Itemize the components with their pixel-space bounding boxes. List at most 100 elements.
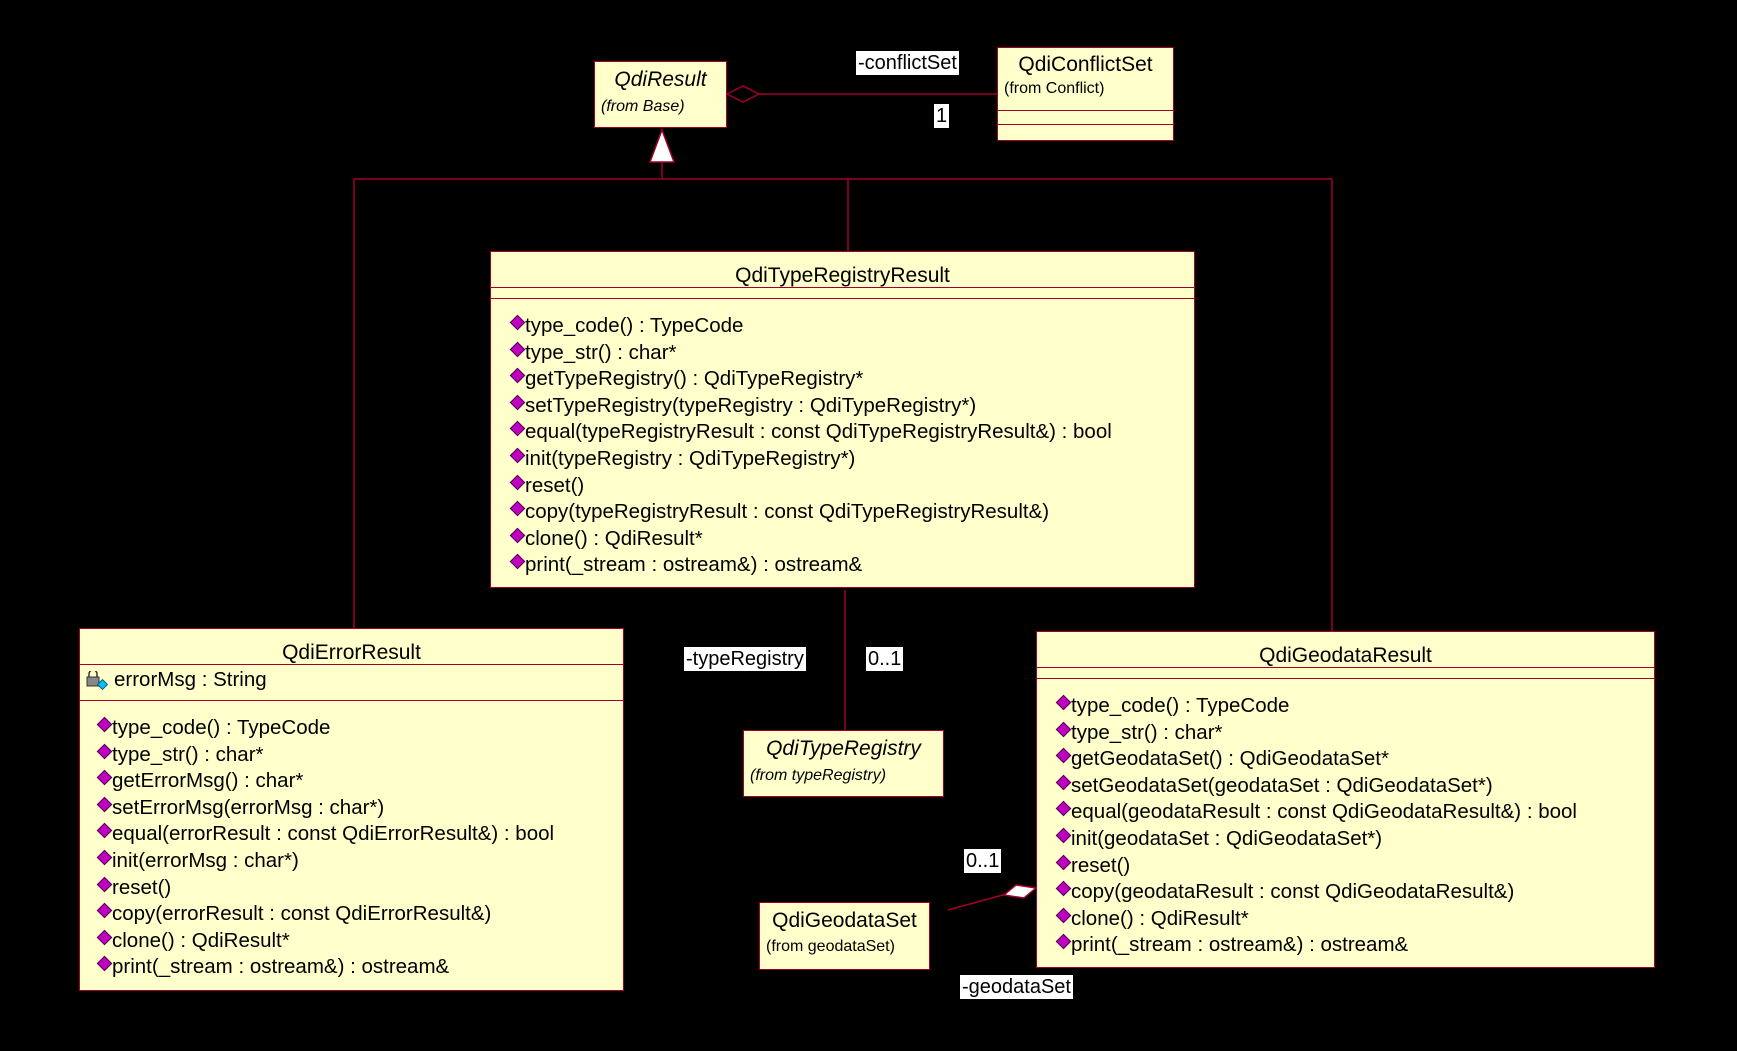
operation-label: type_code() : TypeCode [112, 716, 331, 739]
public-operation-icon [96, 743, 113, 759]
operation-row: print(_stream : ostream&) : ostream& [1055, 932, 1654, 959]
public-operation-icon [1055, 827, 1072, 844]
operation-row: init(geodataSet : QdiGeodataSet*) [1055, 826, 1654, 853]
class-qdi-error-result[interactable]: QdiErrorResult errorMsg : String type_co… [79, 628, 624, 991]
class-name: QdiTypeRegistryResult [735, 264, 950, 287]
attribute-row: errorMsg : String [80, 667, 623, 693]
public-operation-icon [96, 769, 113, 786]
public-operation-icon [509, 367, 526, 384]
class-qdi-type-registry-result[interactable]: QdiTypeRegistryResult type_code() : Type… [490, 251, 1195, 588]
geodata-aggregation-diamond [1002, 884, 1038, 899]
public-operation-icon [1055, 880, 1072, 897]
operation-label: print(_stream : ostream&) : ostream& [525, 553, 863, 577]
operation-label: init(typeRegistry : QdiTypeRegistry*) [525, 446, 856, 470]
operation-label: type_str() : char* [525, 340, 677, 364]
operation-label: init(errorMsg : char*) [112, 848, 299, 872]
operation-row: type_str() : char* [1055, 720, 1654, 747]
operation-label: equal(typeRegistryResult : const QdiType… [525, 420, 1112, 444]
public-operation-icon [509, 341, 526, 357]
public-operation-icon [1055, 694, 1072, 711]
operation-row: type_code() : TypeCode [509, 313, 1194, 340]
class-qdi-result[interactable]: QdiResult (from Base) [594, 61, 727, 128]
class-name: QdiGeodataResult [1259, 644, 1432, 667]
conflict-set-multiplicity: 1 [934, 104, 950, 128]
class-name: QdiErrorResult [282, 641, 421, 664]
public-operation-icon [509, 554, 526, 570]
operation-row: getTypeRegistry() : QdiTypeRegistry* [509, 366, 1194, 393]
operation-label: setTypeRegistry(typeRegistry : QdiTypeRe… [525, 393, 977, 417]
operation-label: copy(typeRegistryResult : const QdiTypeR… [525, 500, 1050, 524]
class-name: QdiConflictSet [1018, 53, 1153, 76]
operation-label: equal(errorResult : const QdiErrorResult… [112, 822, 555, 846]
public-operation-icon [1055, 774, 1072, 791]
operation-label: getGeodataSet() : QdiGeodataSet* [1071, 747, 1389, 771]
public-operation-icon [509, 421, 526, 437]
class-package: (from Conflict) [1004, 80, 1105, 97]
public-operation-icon [96, 849, 113, 866]
operation-label: init(geodataSet : QdiGeodataSet*) [1071, 826, 1383, 850]
class-package: (from typeRegistry) [750, 767, 887, 784]
public-operation-icon [1055, 854, 1072, 870]
operation-row: getGeodataSet() : QdiGeodataSet* [1055, 746, 1654, 773]
operation-label: type_str() : char* [112, 742, 264, 766]
public-operation-icon [96, 716, 113, 733]
public-operation-icon [96, 823, 113, 839]
public-operation-icon [509, 474, 526, 490]
public-operation-icon [1055, 747, 1072, 764]
operation-row: reset() [1055, 853, 1654, 880]
operation-row: setGeodataSet(geodataSet : QdiGeodataSet… [1055, 773, 1654, 800]
class-qdi-conflict-set[interactable]: QdiConflictSet (from Conflict) [997, 47, 1174, 141]
operation-label: clone() : QdiResult* [525, 526, 703, 550]
type-registry-role-label: -typeRegistry [684, 647, 806, 671]
public-operation-icon [509, 527, 526, 544]
operation-row: type_str() : char* [96, 742, 623, 769]
public-operation-icon [1055, 934, 1072, 950]
class-name: QdiResult [614, 68, 707, 91]
operation-row: equal(geodataResult : const QdiGeodataRe… [1055, 799, 1654, 826]
public-operation-icon [509, 394, 526, 411]
class-qdi-geodata-set[interactable]: QdiGeodataSet (from geodataSet) [759, 902, 930, 970]
operation-label: reset() [525, 473, 585, 497]
class-qdi-type-registry[interactable]: QdiTypeRegistry (from typeRegistry) [743, 730, 944, 797]
public-operation-icon [509, 447, 526, 464]
operation-label: setGeodataSet(geodataSet : QdiGeodataSet… [1071, 773, 1493, 797]
geodata-set-role-label: -geodataSet [960, 975, 1073, 999]
operation-row: print(_stream : ostream&) : ostream& [96, 954, 623, 981]
operation-row: setErrorMsg(errorMsg : char*) [96, 795, 623, 822]
operation-label: type_str() : char* [1071, 720, 1223, 744]
operation-label: type_code() : TypeCode [525, 314, 744, 337]
class-package: (from Base) [601, 98, 685, 115]
operation-row: clone() : QdiResult* [1055, 906, 1654, 933]
operations-list: type_code() : TypeCode type_str() : char*… [491, 299, 1194, 579]
operation-row: init(typeRegistry : QdiTypeRegistry*) [509, 446, 1194, 473]
conflict-set-role-label: -conflictSet [856, 51, 959, 75]
public-operation-icon [1055, 907, 1072, 924]
operation-row: equal(errorResult : const QdiErrorResult… [96, 821, 623, 848]
operation-label: copy(errorResult : const QdiErrorResult&… [112, 902, 492, 926]
operation-label: clone() : QdiResult* [112, 928, 290, 952]
operations-list: type_code() : TypeCode type_str() : char*… [80, 701, 623, 981]
public-operation-icon [509, 500, 526, 517]
public-operation-icon [96, 796, 113, 813]
operation-row: init(errorMsg : char*) [96, 848, 623, 875]
attribute-label: errorMsg : String [114, 668, 267, 691]
public-operation-icon [96, 929, 113, 946]
type-registry-multiplicity: 0..1 [866, 647, 904, 671]
operation-row: copy(errorResult : const QdiErrorResult&… [96, 901, 623, 928]
public-operation-icon [96, 956, 113, 972]
operation-label: getErrorMsg() : char* [112, 769, 304, 793]
geodata-set-aggregation-line [947, 892, 1011, 911]
class-name: QdiGeodataSet [772, 909, 917, 932]
public-operation-icon [1055, 721, 1072, 737]
public-operation-icon [1055, 801, 1072, 817]
operation-label: reset() [1071, 853, 1131, 877]
operation-row: reset() [96, 875, 623, 902]
operation-row: getErrorMsg() : char* [96, 768, 623, 795]
geodata-set-multiplicity: 0..1 [964, 849, 1002, 873]
operation-row: clone() : QdiResult* [96, 928, 623, 955]
aggregation-diamond [725, 85, 761, 103]
operation-row: clone() : QdiResult* [509, 526, 1194, 553]
